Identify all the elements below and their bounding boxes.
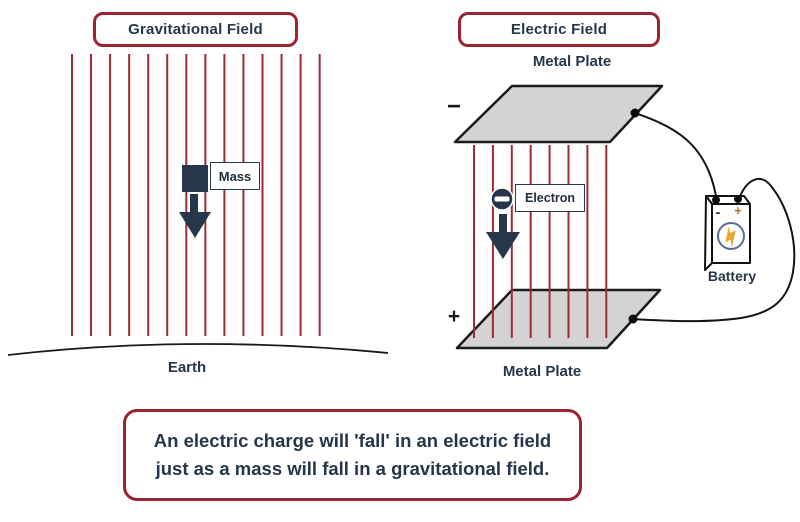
electron-arrow-head bbox=[486, 232, 520, 259]
mass-arrow-head bbox=[179, 212, 211, 238]
electron-minus-icon bbox=[494, 196, 510, 202]
battery-minus-sign: - bbox=[715, 204, 721, 220]
bottom-plate-connection-dot bbox=[628, 314, 638, 324]
lightning-bolt-icon bbox=[725, 225, 736, 249]
top-plate-connection-dot bbox=[630, 108, 640, 118]
battery-plus-sign: + bbox=[734, 203, 742, 218]
caption-line-2: just as a mass will fall in a gravitatio… bbox=[155, 458, 550, 479]
top-metal-plate-label: Metal Plate bbox=[532, 53, 612, 70]
earth-surface-arc bbox=[7, 343, 389, 356]
gravitational-field-lines bbox=[71, 54, 321, 336]
mass-block bbox=[182, 165, 208, 192]
earth-label: Earth bbox=[167, 359, 207, 376]
electron-arrow-shaft bbox=[499, 214, 507, 233]
electric-field-title: Electric Field bbox=[458, 12, 660, 47]
battery-negative-terminal bbox=[712, 196, 720, 204]
mass-label: Mass bbox=[210, 162, 260, 190]
top-metal-plate bbox=[453, 84, 664, 144]
battery-label: Battery bbox=[707, 268, 757, 284]
battery-positive-terminal bbox=[734, 195, 742, 203]
gravitational-field-title: Gravitational Field bbox=[93, 12, 298, 47]
battery bbox=[704, 195, 751, 271]
caption-box: An electric charge will 'fall' in an ele… bbox=[123, 409, 582, 501]
negative-plate-sign: − bbox=[446, 93, 461, 120]
caption-line-1: An electric charge will 'fall' in an ele… bbox=[153, 430, 552, 451]
positive-plate-sign: + bbox=[447, 305, 461, 328]
mass-arrow-shaft bbox=[190, 194, 198, 213]
bottom-metal-plate-label: Metal Plate bbox=[502, 363, 582, 380]
electron-label: Electron bbox=[515, 184, 585, 212]
bottom-metal-plate bbox=[455, 288, 662, 350]
wire-battery-to-bottom-plate bbox=[632, 177, 796, 323]
wire-top-plate-to-battery bbox=[634, 112, 717, 197]
